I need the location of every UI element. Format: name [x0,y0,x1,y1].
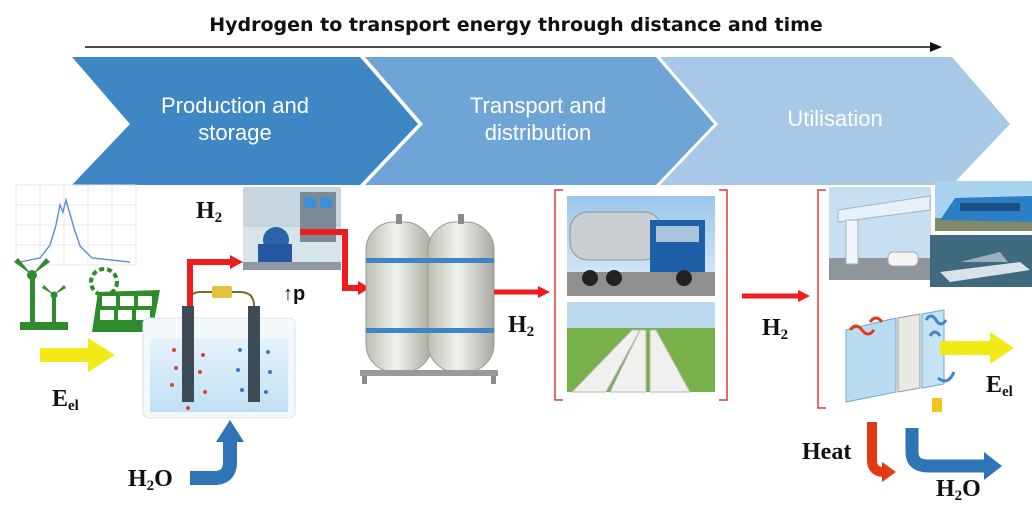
stage-label-production: Production and storage [140,92,330,146]
fuel-cell-diagram [829,300,969,412]
tanker-truck-photo [567,196,715,296]
h2-arrowhead-utilisation [798,290,810,302]
stage-label-transport: Transport and distribution [438,92,638,146]
chevron-transport [365,57,714,185]
electricity-arrow-left [40,338,115,372]
chevron-utilisation [660,57,1010,185]
stage-label-production-line2: storage [198,120,272,145]
h2-arrowhead-tanks [358,281,370,295]
label-heat: Heat [802,439,852,465]
diagram-title: Hydrogen to transport energy through dis… [209,14,823,36]
h2-arrowhead-compressor [230,255,243,269]
label-electricity-in: Eel [52,386,79,414]
h2-pipe-production [187,229,360,306]
solar-irradiance-chart [15,184,137,266]
stage-label-transport-line1: Transport and [469,93,607,118]
pipeline-photo [567,302,715,393]
label-pressure: ↑p [283,283,306,305]
hydrogen-storage-tanks [360,214,498,384]
transport-bracket-left [554,189,563,401]
stage-label-transport-line2: distribution [484,120,592,145]
hydrogen-train-photo [935,181,1032,231]
h2-arrowhead-transport [538,286,550,298]
label-water-in: H2O [128,466,173,494]
heat-arrow [867,422,896,482]
stage-label-utilisation-line1: Utilisation [787,106,883,131]
water-outlet-arrow [905,428,1002,480]
water-inlet-arrow [190,420,244,485]
transport-bracket-right [719,189,728,401]
utilisation-bracket [817,189,826,409]
label-electricity-out: Eel [986,372,1013,400]
timeline-arrow [85,42,942,52]
label-h2-production: H2 [196,198,223,226]
electricity-arrow-right [940,332,1014,364]
compressor-photo [243,187,341,270]
electrolyser-icon [142,286,296,419]
stage-label-production-line1: Production and [161,93,309,118]
wind-turbine-icon [14,258,68,330]
stage-label-utilisation: Utilisation [735,105,935,132]
refuelling-station-photo [829,187,931,280]
chevron-production [72,57,418,185]
hydrogen-boat-photo [930,235,1032,287]
label-h2-storage: H2 [508,312,535,340]
label-water-out: H2O [936,476,981,504]
label-h2-utilisation: H2 [762,315,789,343]
